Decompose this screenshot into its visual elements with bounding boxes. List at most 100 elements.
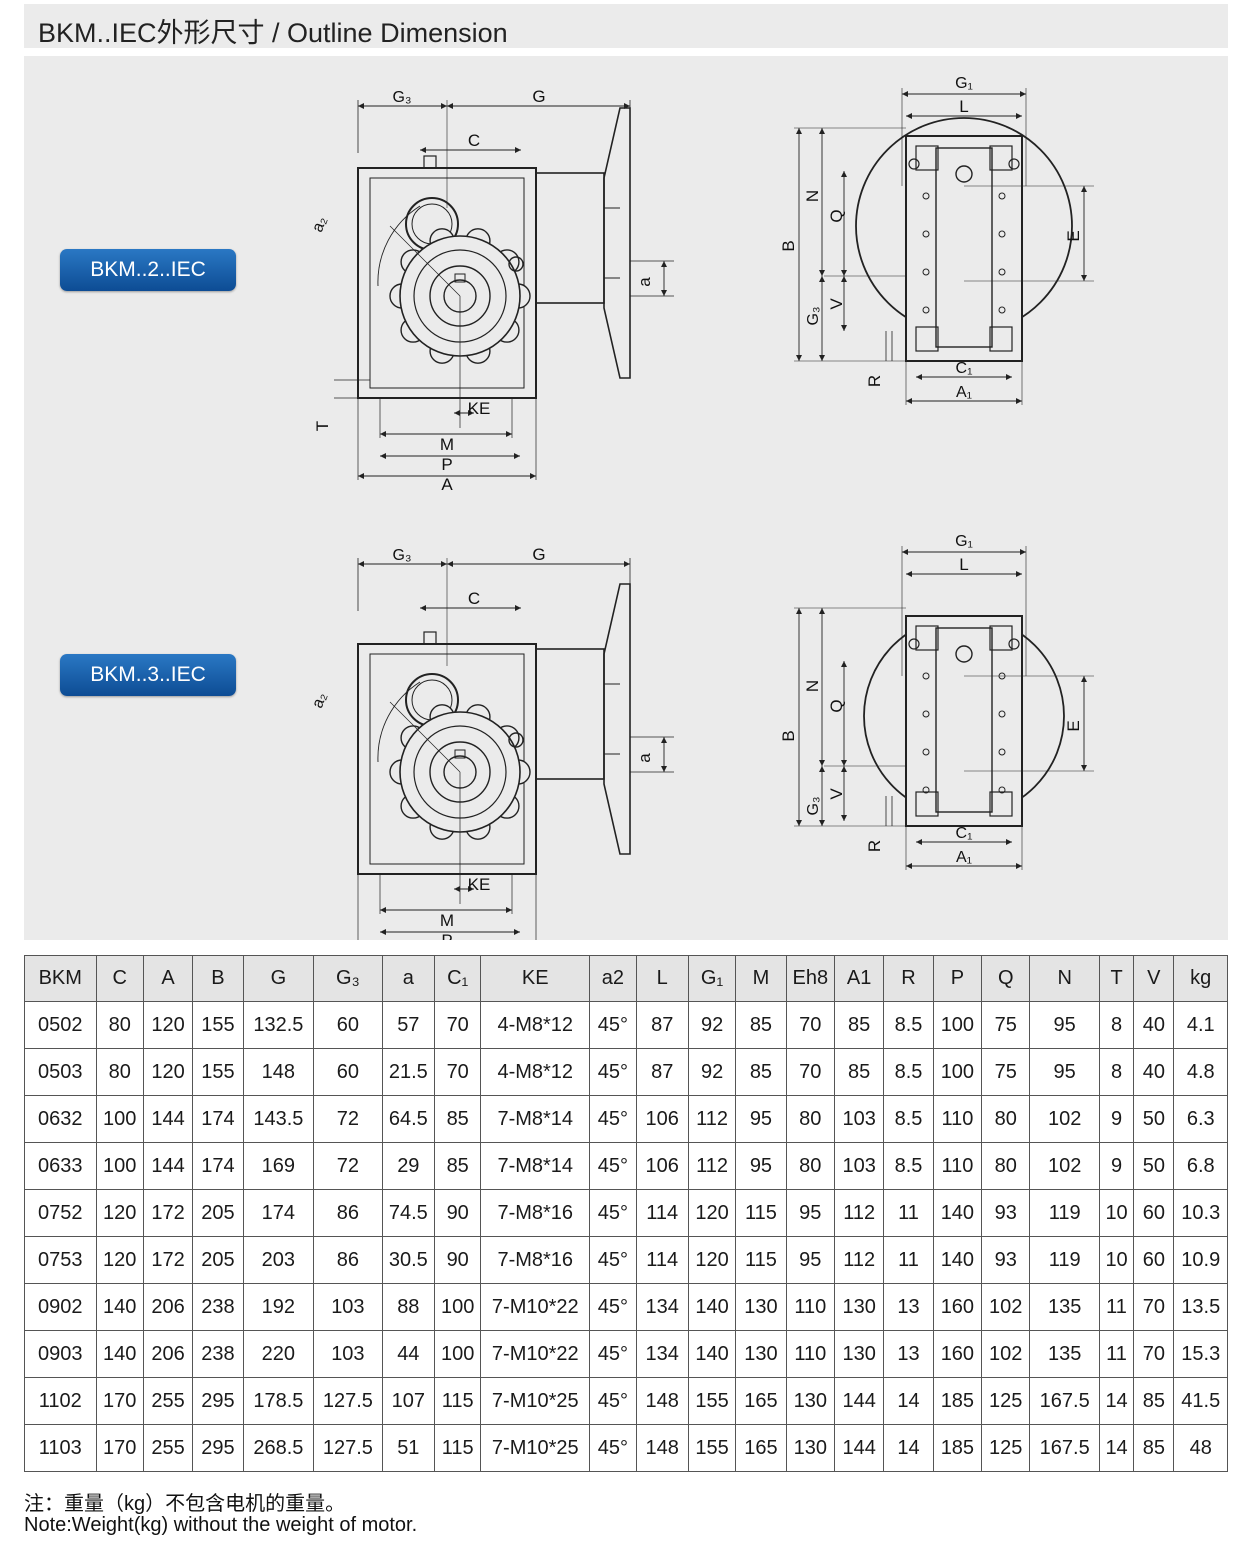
table-cell: 127.5 [313, 1377, 383, 1425]
table-cell: 0902 [24, 1283, 97, 1331]
page-title: BKM..IEC外形尺寸 / Outline Dimension [38, 18, 508, 48]
table-cell: 100 [932, 1048, 983, 1096]
table-cell: 48 [1173, 1424, 1228, 1472]
table-cell: 107 [381, 1377, 436, 1425]
table-cell: 103 [833, 1095, 885, 1143]
table-cell: 102 [1029, 1142, 1100, 1190]
dimension-label: C₁ [956, 825, 973, 842]
table-cell: 140 [932, 1189, 983, 1237]
table-cell: 155 [192, 1001, 244, 1049]
table-cell: 80 [785, 1095, 835, 1143]
table-cell: 57 [381, 1001, 436, 1049]
drawing-circle [998, 230, 1006, 238]
table-cell: 85 [833, 1048, 885, 1096]
table-cell: 10.9 [1173, 1236, 1228, 1284]
dimension-label: KE [468, 875, 491, 894]
column-header: C₁ [434, 955, 482, 1002]
side-view-drawing: G₃GCa₂aKEMPA [309, 545, 674, 940]
table-cell: 160 [932, 1283, 983, 1331]
table-cell: 169 [242, 1142, 315, 1190]
column-header: N [1029, 955, 1100, 1002]
table-cell: 114 [635, 1236, 689, 1284]
dimension-label: V [827, 788, 846, 800]
table-cell: 45° [589, 1330, 637, 1378]
column-header: P [932, 955, 983, 1002]
table-cell: 103 [313, 1330, 383, 1378]
table-cell: 51 [381, 1424, 436, 1472]
table-cell: 167.5 [1029, 1377, 1100, 1425]
drawing-circle [922, 672, 930, 680]
dimension-label: P [441, 455, 452, 474]
table-cell: 125 [981, 1377, 1031, 1425]
table-cell: 45° [589, 1095, 637, 1143]
table-cell: 120 [142, 1048, 194, 1096]
dimension-label: T [313, 421, 332, 431]
drawing-outline [935, 627, 993, 813]
table-cell: 4-M8*12 [480, 1001, 591, 1049]
dimension-label: G₃ [393, 89, 412, 106]
note-english: Note:Weight(kg) without the weight of mo… [24, 1514, 418, 1536]
table-cell: 6.8 [1173, 1142, 1228, 1190]
table-cell: 45° [589, 1236, 637, 1284]
drawing-outline [905, 615, 1023, 827]
table-cell: 132.5 [242, 1001, 315, 1049]
dimension-arrow [841, 766, 847, 821]
drawing-flange [603, 107, 631, 379]
table-cell: 85 [434, 1142, 482, 1190]
table-cell: 130 [785, 1377, 835, 1425]
table-cell: 93 [981, 1236, 1031, 1284]
column-header: V [1133, 955, 1175, 1002]
table-cell: 238 [192, 1330, 244, 1378]
table-cell: 167.5 [1029, 1424, 1100, 1472]
table-cell: 295 [192, 1377, 244, 1425]
table-cell: 115 [735, 1189, 787, 1237]
table-cell: 106 [635, 1142, 689, 1190]
table-cell: 165 [735, 1424, 787, 1472]
column-header: L [635, 955, 689, 1002]
dimension-label: G [532, 87, 545, 106]
drawing-outline [423, 631, 437, 645]
outline-drawings: G₃GCa₂aTKEMPAG₁LBNQG₃VERC₁A₁G₃GCa₂aKEMPA… [309, 75, 1094, 940]
table-cell: 87 [635, 1001, 689, 1049]
dimension-label: A₁ [956, 384, 972, 401]
table-cell: 203 [242, 1236, 315, 1284]
dimension-label: a₂ [309, 214, 330, 234]
dimension-label: R [865, 840, 884, 852]
drawing-outline [423, 155, 437, 169]
table-cell: 45° [589, 1377, 637, 1425]
table-cell: 95 [785, 1189, 835, 1237]
drawing-outline [535, 172, 605, 304]
table-cell: 120 [95, 1189, 144, 1237]
column-header: G [242, 955, 315, 1002]
table-cell: 0632 [24, 1095, 97, 1143]
table-cell: 268.5 [242, 1424, 315, 1472]
column-header: a [381, 955, 436, 1002]
table-cell: 10.3 [1173, 1189, 1228, 1237]
column-header: BKM [24, 955, 97, 1002]
column-header: A1 [833, 955, 885, 1002]
table-cell: 8.5 [883, 1142, 934, 1190]
table-cell: 206 [142, 1330, 194, 1378]
dimension-label: Q [827, 209, 846, 222]
table-cell: 13 [883, 1283, 934, 1331]
table-cell: 60 [313, 1001, 383, 1049]
table-cell: 9 [1098, 1095, 1135, 1143]
table-cell: 86 [313, 1189, 383, 1237]
table-cell: 10 [1098, 1236, 1135, 1284]
table-cell: 238 [192, 1283, 244, 1331]
table-cell: 130 [735, 1283, 787, 1331]
table-cell: 64.5 [381, 1095, 436, 1143]
table-cell: 80 [95, 1048, 144, 1096]
table-cell: 29 [381, 1142, 436, 1190]
table-cell: 127.5 [313, 1424, 383, 1472]
table-cell: 0752 [24, 1189, 97, 1237]
table-cell: 9 [1098, 1142, 1135, 1190]
table-cell: 144 [142, 1142, 194, 1190]
table-cell: 172 [142, 1236, 194, 1284]
drawing-circle [998, 306, 1006, 314]
dimension-label: C [468, 589, 480, 608]
